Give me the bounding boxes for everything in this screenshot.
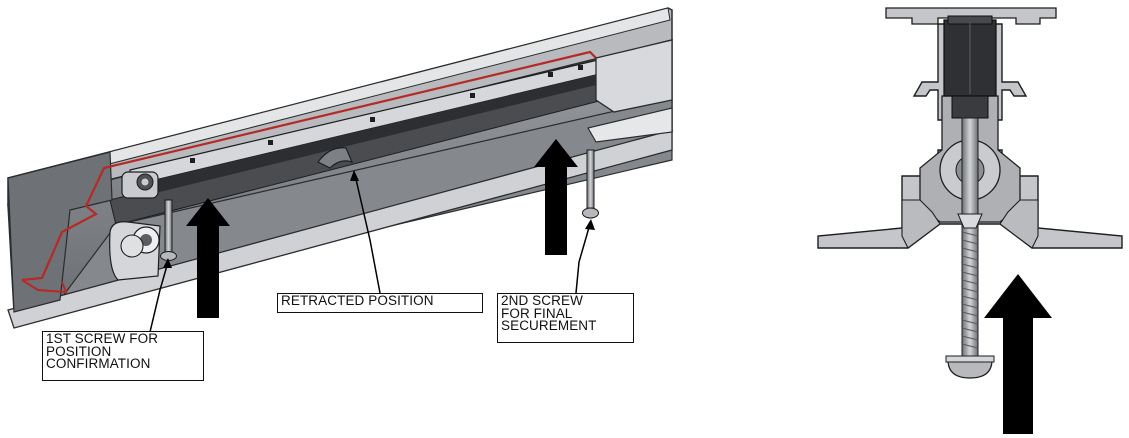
second-screw <box>582 149 599 219</box>
leader-second-screw <box>575 223 591 294</box>
leader-retracted <box>354 174 381 294</box>
push-arrow-right <box>534 139 578 255</box>
rail-bottom-flange <box>7 129 673 329</box>
section-dark-block-lower <box>951 95 989 119</box>
slide-hole <box>268 140 273 145</box>
leader-retracted-head <box>350 170 359 181</box>
slide-hole <box>578 65 583 70</box>
slide-hole <box>470 93 475 98</box>
section-lower-lip-right <box>999 199 1039 249</box>
roller-clip-upper <box>121 171 159 199</box>
roller-clip-lower <box>109 221 161 281</box>
latch-tab <box>317 147 354 169</box>
callout-retracted-position: RETRACTED POSITION <box>277 293 483 313</box>
first-screw <box>160 199 177 261</box>
callout-second-screw: 2ND SCREW FOR FINAL SECUREMENT <box>497 293 634 343</box>
end-bracket-lip <box>587 107 673 143</box>
callout-first-screw: 1ST SCREW FOR POSITION CONFIRMATION <box>42 331 204 381</box>
push-arrow-left <box>186 198 230 318</box>
end-bracket <box>595 39 673 113</box>
leader-first-screw-head <box>163 258 172 268</box>
red-profile-outline-lower <box>21 279 68 294</box>
rail-end-cut <box>7 151 113 313</box>
slide-hole <box>548 72 553 77</box>
rail-assembly-isometric <box>7 7 673 333</box>
leader-first-screw <box>149 261 169 333</box>
section-bolt <box>945 117 995 379</box>
slide-bar-shadow <box>130 74 600 198</box>
leader-second-screw-head <box>585 219 595 230</box>
rail-cross-section <box>817 7 1123 434</box>
red-profile-outline <box>21 50 597 282</box>
slide-hole <box>370 117 375 122</box>
section-lower-lip-left <box>901 199 941 249</box>
slide-hole <box>190 158 195 163</box>
push-arrow-section <box>984 274 1052 434</box>
